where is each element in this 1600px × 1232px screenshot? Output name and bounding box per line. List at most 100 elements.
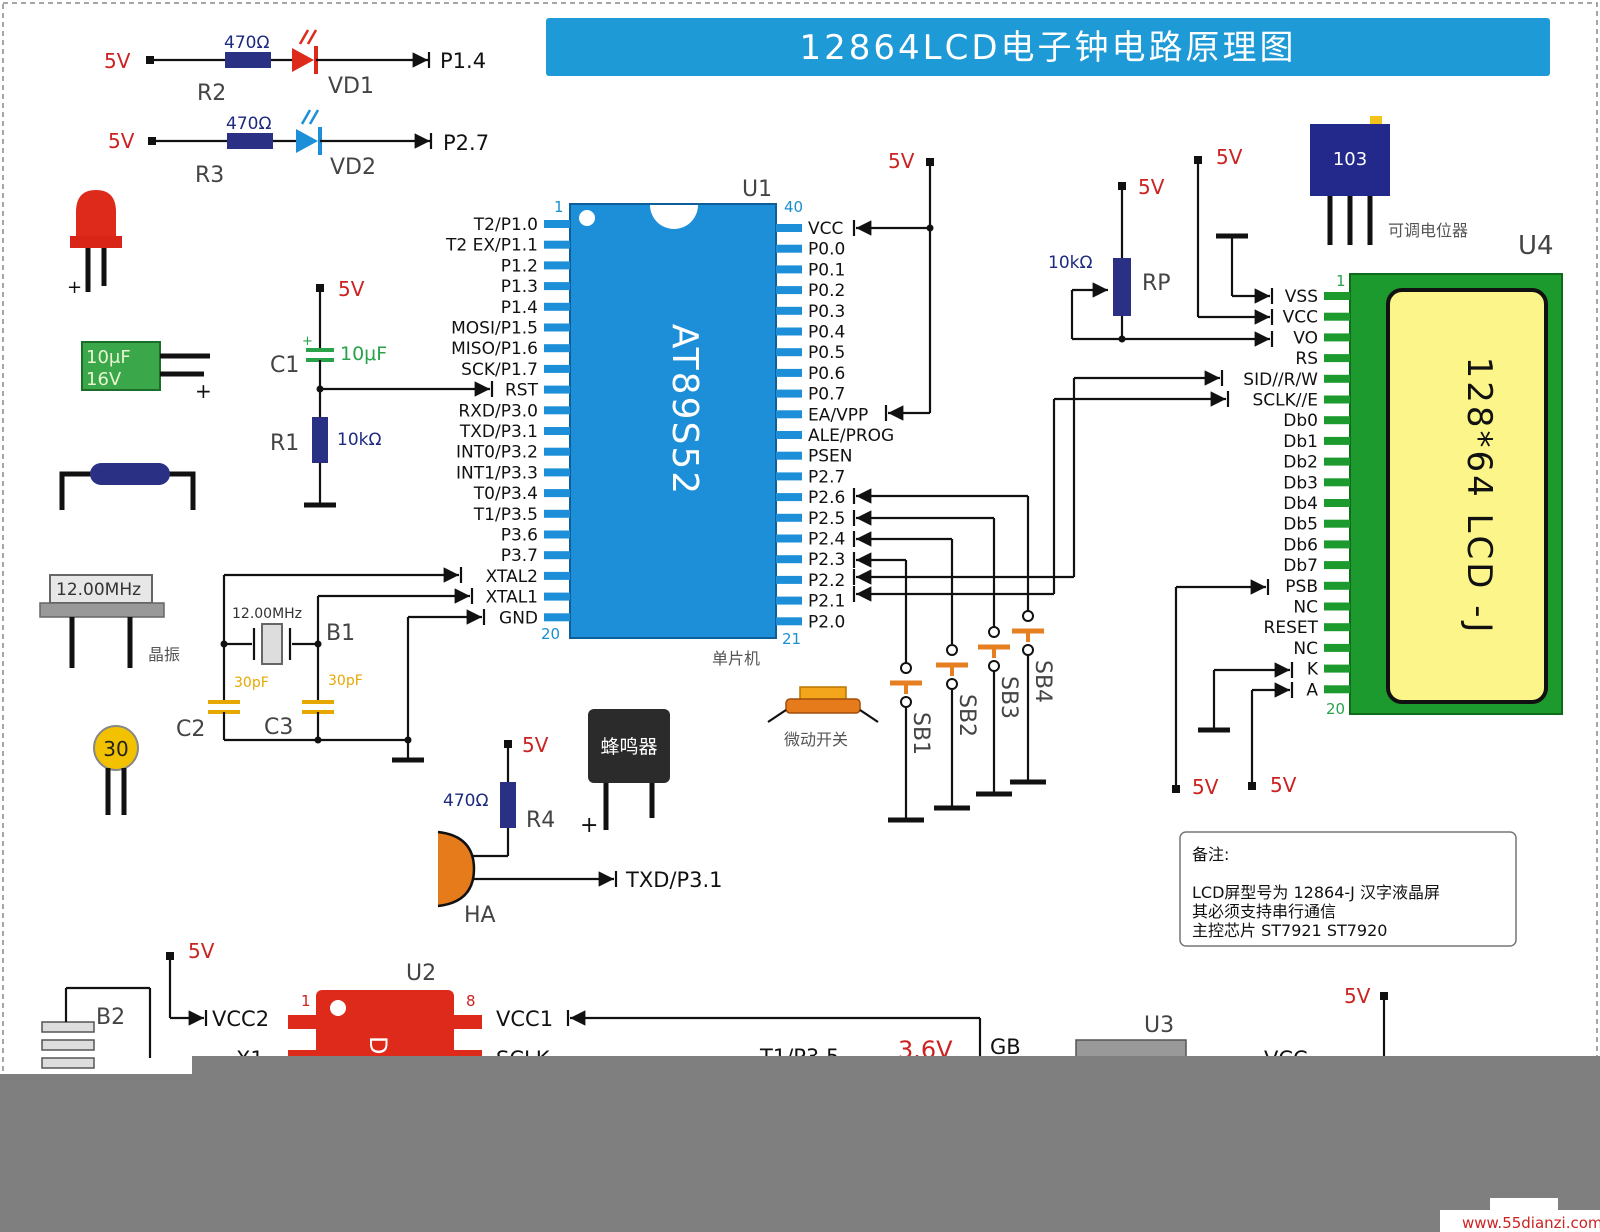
mcu-pin: P0.0 [776,240,845,260]
sb3-label: SB3 [996,676,1021,719]
mcu-u1: U1 AT89S52 1 20 21 40 单片机 T2/P1.0T2 EX/P… [445,177,894,668]
mcu-pin: ALE/PROG [776,426,894,446]
mcu-pin-label: P2.4 [808,530,845,550]
c2-label: C2 [176,717,205,742]
u2-label: U2 [406,961,436,986]
supply-label: 5V [1216,145,1243,169]
lcd-pin: Db7 [1283,556,1350,576]
mcu-pin: P1.4 [501,298,570,318]
battery-gb-label: GB [990,1035,1021,1059]
mcu-pin: T2/P1.0 [473,215,570,235]
part-pot-photo: 103 可调电位器 [1310,116,1468,245]
mcu-supply-wiring: 5V [852,149,934,421]
lcd-pin: Db0 [1283,411,1350,431]
note-box: 备注: LCD屏型号为 12864-J 汉字液晶屏 其必须支持串行通信 主控芯片… [1179,831,1517,947]
svg-text:103: 103 [1333,149,1367,170]
pot-caption: 可调电位器 [1388,221,1468,240]
mcu-pin-label: ALE/PROG [808,426,894,446]
mcu-pin-label: T2/P1.0 [473,215,538,235]
ha-label: HA [464,903,496,928]
svg-text:1: 1 [1336,272,1346,290]
lcd-pin-label: Db3 [1283,473,1318,493]
gray-overlay [0,1074,1600,1232]
lcd-pin-label: Db6 [1283,535,1318,555]
u1-label: U1 [742,177,772,202]
mcu-pin-label: P0.0 [808,240,845,260]
supply-label: 5V [188,939,215,963]
svg-text:12.00MHz: 12.00MHz [56,580,141,600]
part-resistor-photo [59,463,196,510]
mcu-pin-label: SCK/P1.7 [461,360,538,380]
r4-label: R4 [526,808,555,833]
lcd-pin-label: RS [1295,349,1318,369]
lcd-pin-label: VO [1293,328,1318,348]
note-line1: LCD屏型号为 12864-J 汉字液晶屏 [1192,883,1440,902]
svg-text:10μF: 10μF [86,347,131,368]
watermark-bg [1440,1210,1600,1232]
svg-text:40: 40 [784,198,803,216]
switch-sb1: SB1 [888,662,933,823]
svg-text:30: 30 [103,737,128,761]
mcu-pin-label: XTAL1 [486,588,538,608]
lcd-pin: RESET [1264,618,1350,638]
lcd-pin: NC [1293,598,1350,618]
note-line2: 其必须支持串行通信 [1192,902,1336,921]
mcu-pin-label: P2.6 [808,488,845,508]
crystal-circuit: 12.00MHz B1 30pF 30pF C2 C3 [176,567,486,763]
switch-sb4: SB4 [1010,610,1055,785]
mcu-right-pins: VCCP0.0P0.1P0.2P0.3P0.4P0.5P0.6P0.7EA/VP… [776,219,894,632]
c1-label: C1 [270,353,299,378]
c2-value: 30pF [234,675,269,691]
mcu-pin: P1.3 [501,277,570,297]
lcd-pin-label: NC [1293,639,1318,659]
led-vd2-circuit: 5V 470Ω R3 VD2 P2.7 [108,109,489,188]
mcu-pin: T1/P3.5 [473,505,570,525]
note-heading: 备注: [1192,845,1229,864]
supply-label: 5V [1138,175,1165,199]
lcd-pin-label: Db0 [1283,411,1318,431]
lcd-pin: VSS [1285,287,1350,307]
mcu-pin: RST [505,381,570,401]
vd1-net: P1.4 [440,49,486,73]
r3-label: R3 [195,163,224,188]
mcu-pin-label: EA/VPP [808,405,868,425]
lcd-pin-label: Db7 [1283,556,1318,576]
switch-sb2: SB2 [934,644,979,811]
mcu-pin-label: MOSI/P1.5 [451,319,538,339]
mcu-pin-label: P3.6 [501,526,538,546]
part-buzzer-photo: 蜂鸣器 + [580,709,670,838]
rtc-vcc1: VCC1 [496,1007,553,1031]
lcd-pin-label: SID//R/W [1243,370,1318,390]
lcd-pin-label: SCLK//E [1253,391,1318,411]
lcd-u4: U4 128*64 LCD -J 1 20 VSSVCCVORSSID//R/W… [1243,231,1563,718]
lcd-pin: Db3 [1283,473,1350,493]
mcu-pin-label: T1/P3.5 [473,505,538,525]
lcd-pin-label: VSS [1285,287,1318,307]
lcd-pin: K [1307,660,1350,680]
supply-label: 5V [104,49,131,73]
mcu-left-pins: T2/P1.0T2 EX/P1.1P1.2P1.3P1.4MOSI/P1.5MI… [445,215,570,628]
lcd-pin-label: K [1307,660,1319,680]
mcu-pin-label: PSEN [808,447,853,467]
r3-value: 470Ω [226,114,271,134]
lcd-pin-label: NC [1293,598,1318,618]
b1-value: 12.00MHz [232,606,302,622]
lcd-pin-label: A [1306,680,1318,700]
mcu-pin-label: INT1/P3.3 [456,463,538,483]
svg-text:1: 1 [554,198,564,216]
mcu-pin: T2 EX/P1.1 [445,236,570,256]
part-ceramic-cap-photo: 30 [93,725,139,815]
mcu-pin: P2.4 [776,530,845,550]
r1-label: R1 [270,431,299,456]
mcu-pin: P3.6 [501,526,570,546]
mcu-pin: P0.6 [776,364,845,384]
lcd-pin: SID//R/W [1243,370,1350,390]
resistor-r2 [225,52,271,68]
mcu-pin: XTAL1 [486,588,570,608]
page-title: 12864LCD电子钟电路原理图 [799,28,1296,68]
lcd-pin-label: Db4 [1283,494,1318,514]
mcu-pin: P0.1 [776,260,845,280]
mcu-pin-label: TXD/P3.1 [459,422,538,442]
lcd-pin: A [1306,680,1350,700]
